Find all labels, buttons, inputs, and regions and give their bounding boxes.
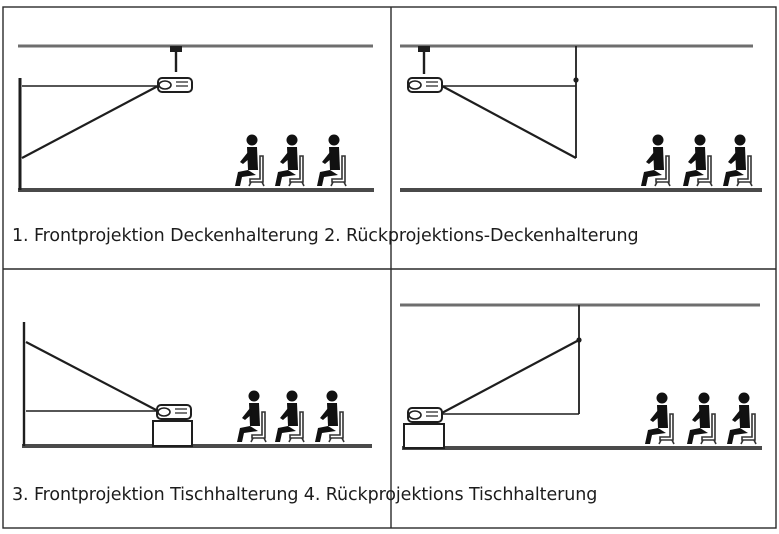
table bbox=[403, 423, 445, 449]
projector-icon bbox=[157, 77, 193, 93]
caption-ceiling-mount: 1. Frontprojektion Deckenhalterung 2. Rü… bbox=[12, 226, 639, 246]
panel-rear-ceiling bbox=[400, 44, 762, 192]
projector-icon bbox=[156, 404, 192, 420]
projection-beam bbox=[25, 341, 159, 412]
projector-icon bbox=[407, 407, 443, 423]
projection-beam bbox=[439, 339, 580, 415]
audience-icon bbox=[640, 133, 753, 187]
projector-icon bbox=[407, 77, 443, 93]
caption-table-mount: 3. Frontprojektion Tischhalterung 4. Rüc… bbox=[12, 485, 598, 505]
audience-icon bbox=[644, 391, 757, 445]
table bbox=[152, 420, 193, 447]
audience-icon bbox=[236, 389, 345, 443]
panel-grid bbox=[2, 6, 777, 529]
panel-front-table bbox=[22, 322, 372, 448]
projection-beam bbox=[441, 85, 577, 159]
audience-icon bbox=[234, 133, 347, 187]
panel-rear-table bbox=[400, 303, 762, 450]
panel-front-ceiling bbox=[18, 44, 374, 192]
projection-beam bbox=[21, 85, 159, 159]
